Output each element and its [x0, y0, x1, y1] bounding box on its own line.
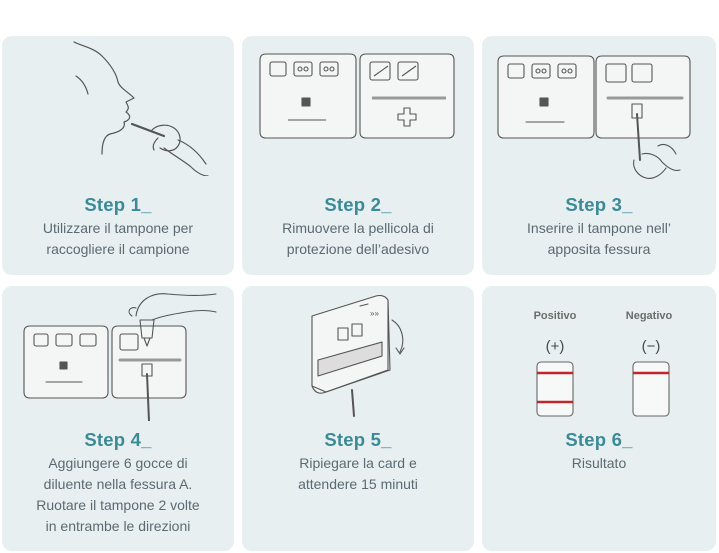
insert-swab-illustration [482, 36, 716, 186]
step-4-title: Step 4_ [84, 429, 152, 450]
step-1-description: Utilizzare il tampone per raccogliere il… [8, 218, 228, 260]
desc-line: Ripiegare la card e [299, 455, 417, 471]
negative-sign: (−) [641, 338, 661, 355]
test-card-open-illustration [242, 36, 474, 176]
step-5-description: Ripiegare la card e attendere 15 minuti [248, 453, 468, 495]
step-2-description: Rimuovere la pellicola di protezione del… [248, 218, 468, 260]
desc-line: Risultato [571, 455, 627, 471]
result-strips-illustration [482, 360, 716, 418]
desc-line: Ruotare il tampone 2 volte [36, 497, 200, 513]
add-drops-illustration [2, 286, 234, 421]
step-card-4: Step 4_ Aggiungere 6 gocce di diluente n… [2, 286, 234, 551]
step-3-description: Inserire il tampone nell’ apposita fessu… [488, 218, 710, 260]
desc-line: Utilizzare il tampone per [42, 220, 194, 236]
svg-text:»»: »» [370, 309, 379, 318]
step-6-title: Step 6_ [565, 429, 633, 450]
desc-line: attendere 15 minuti [298, 476, 418, 492]
step-card-3: Step 3_ Inserire il tampone nell’ apposi… [482, 36, 716, 275]
desc-line: in entrambe le direzioni [45, 518, 191, 534]
step-3-title: Step 3_ [565, 194, 633, 215]
desc-line: raccogliere il campione [46, 241, 190, 257]
step-card-5: »» Step 5_ Ripiegare la card e attendere… [242, 286, 474, 551]
desc-line: diluente nella fessura A. [43, 476, 193, 492]
fold-card-illustration: »» [242, 286, 474, 421]
step-card-1: Step 1_ Utilizzare il tampone per raccog… [2, 36, 234, 275]
step-5-title: Step 5_ [324, 429, 392, 450]
desc-line: Inserire il tampone nell’ [527, 220, 671, 236]
desc-line: apposita fessura [547, 241, 651, 257]
step-card-2: Step 2_ Rimuovere la pellicola di protez… [242, 36, 474, 275]
step-card-6: Positivo Negativo (+) (−) Step 6_ Risult… [482, 286, 716, 551]
step-2-title: Step 2_ [324, 194, 392, 215]
step-6-description: Risultato [488, 453, 710, 474]
positive-label: Positivo [533, 310, 577, 322]
desc-line: protezione dell’adesivo [286, 241, 430, 257]
step-4-description: Aggiungere 6 gocce di diluente nella fes… [8, 453, 228, 537]
desc-line: Rimuovere la pellicola di [282, 220, 434, 236]
nasal-swab-illustration [2, 36, 234, 176]
desc-line: Aggiungere 6 gocce di [48, 455, 188, 471]
step-1-title: Step 1_ [84, 194, 152, 215]
positive-sign: (+) [545, 338, 565, 355]
negative-label: Negativo [625, 310, 673, 322]
